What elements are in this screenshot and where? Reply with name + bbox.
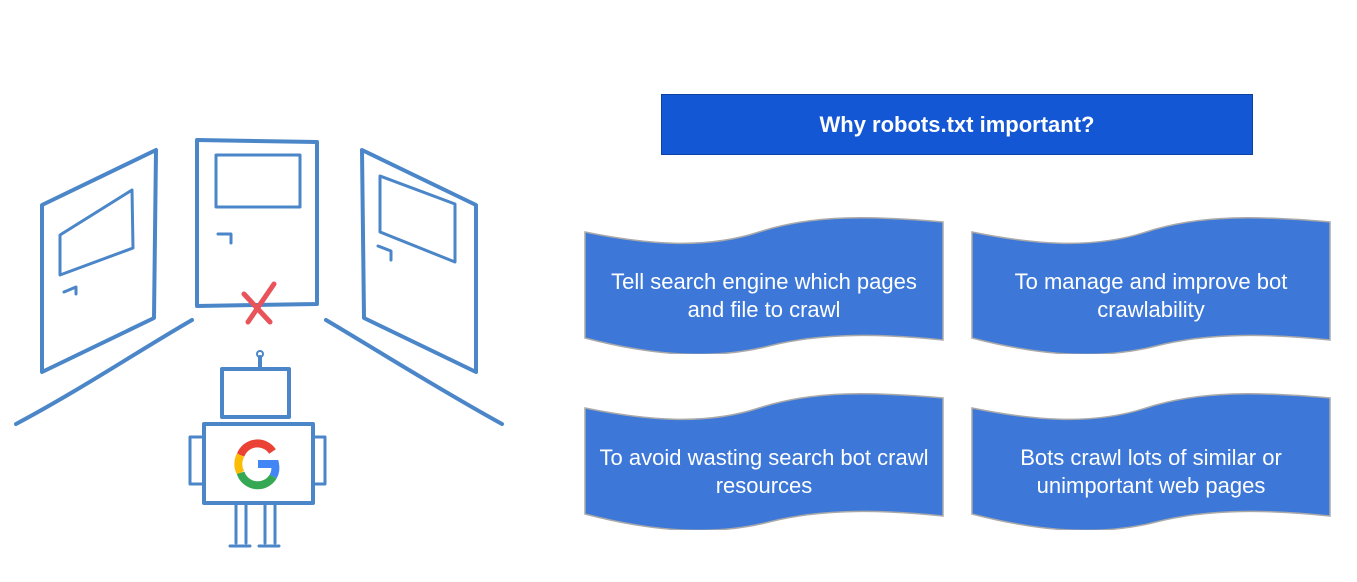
banner-similar-pages: Bots crawl lots of similar or unimportan… xyxy=(971,390,1331,530)
wavy-banner-shape xyxy=(584,216,944,354)
left-door-icon xyxy=(14,148,194,426)
wavy-banner-shape xyxy=(584,392,944,530)
banner-crawl-pages: Tell search engine which pages and file … xyxy=(584,214,944,354)
cross-icon xyxy=(241,281,277,325)
banner-text: Tell search engine which pages and file … xyxy=(611,269,917,322)
banner-crawl-resources: To avoid wasting search bot crawl resour… xyxy=(584,390,944,530)
robot-doors-illustration xyxy=(14,138,504,548)
center-door-icon xyxy=(195,138,319,308)
banner-crawlability: To manage and improve bot crawlability xyxy=(971,214,1331,354)
page-title: Why robots.txt important? xyxy=(819,111,1095,137)
banner-text: Bots crawl lots of similar or unimportan… xyxy=(1020,445,1282,498)
wavy-banner-shape xyxy=(971,392,1331,530)
wavy-banner-shape xyxy=(971,216,1331,354)
title-banner: Why robots.txt important? xyxy=(661,94,1253,155)
banner-text: To avoid wasting search bot crawl resour… xyxy=(599,445,929,498)
right-door-icon xyxy=(324,148,504,426)
robot-icon xyxy=(188,350,327,548)
google-logo-icon xyxy=(234,439,280,490)
banner-text: To manage and improve bot crawlability xyxy=(1014,269,1288,322)
